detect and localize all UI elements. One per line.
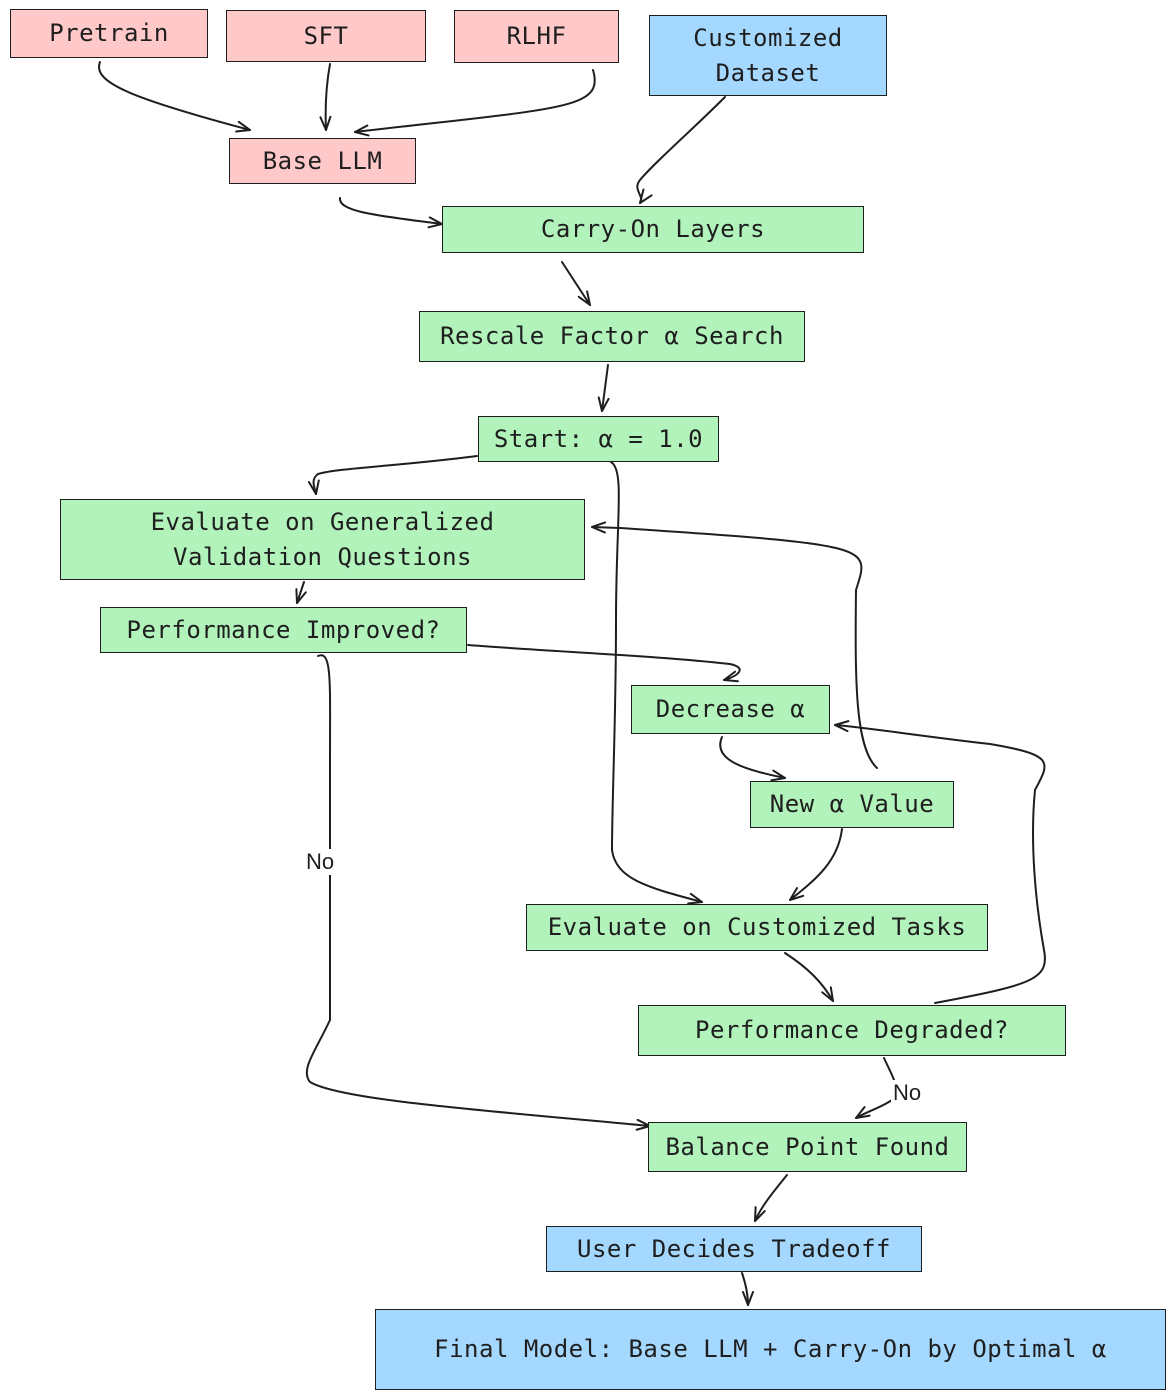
node-balance-point-found: Balance Point Found bbox=[648, 1122, 967, 1172]
arrow-eval-custom-to-perf-degraded bbox=[784, 952, 834, 1002]
node-new-alpha-value: New α Value bbox=[750, 781, 954, 828]
arrow-balance-to-user-decides bbox=[754, 1174, 788, 1222]
node-pretrain: Pretrain bbox=[10, 9, 208, 58]
node-customized-dataset: Customized Dataset bbox=[649, 15, 887, 96]
node-sft: SFT bbox=[226, 10, 426, 62]
node-base-llm: Base LLM bbox=[229, 138, 416, 184]
node-performance-degraded: Performance Degraded? bbox=[638, 1005, 1066, 1056]
node-final-model: Final Model: Base LLM + Carry-On by Opti… bbox=[375, 1309, 1166, 1390]
node-start-alpha: Start: α = 1.0 bbox=[478, 416, 719, 462]
arrow-dataset-to-carry-on bbox=[636, 96, 726, 204]
node-evaluate-generalized: Evaluate on Generalized Validation Quest… bbox=[60, 499, 585, 580]
node-performance-improved: Performance Improved? bbox=[100, 607, 467, 653]
arrow-rlhf-to-base-llm bbox=[354, 69, 596, 137]
arrow-sft-to-base-llm bbox=[319, 63, 332, 131]
arrow-start-to-eval-custom bbox=[610, 461, 703, 905]
arrow-perf-improved-to-balance bbox=[305, 654, 651, 1131]
arrow-user-decides-to-final bbox=[741, 1272, 754, 1306]
node-decrease-alpha: Decrease α bbox=[631, 685, 830, 734]
arrow-eval-general-to-perf-improved bbox=[295, 581, 307, 604]
node-user-decides-tradeoff: User Decides Tradeoff bbox=[546, 1226, 922, 1272]
arrow-perf-improved-to-decrease bbox=[467, 644, 741, 683]
arrow-perf-degraded-to-decrease bbox=[834, 720, 1046, 1004]
arrow-pretrain-to-base-llm bbox=[98, 61, 251, 133]
arrow-new-alpha-to-eval-custom bbox=[789, 828, 843, 901]
node-rescale-factor-search: Rescale Factor α Search bbox=[419, 311, 805, 362]
arrow-decrease-to-new-alpha bbox=[719, 736, 786, 782]
edge-label-improved-no: No bbox=[304, 849, 337, 875]
node-carry-on-layers: Carry-On Layers bbox=[442, 206, 864, 253]
arrow-start-to-eval-general bbox=[307, 455, 478, 495]
arrow-carry-on-to-rescale bbox=[561, 261, 591, 306]
edge-label-degraded-no: No bbox=[891, 1080, 924, 1106]
arrow-base-llm-to-carry-on bbox=[339, 197, 443, 229]
node-rlhf: RLHF bbox=[454, 10, 619, 63]
node-evaluate-customized: Evaluate on Customized Tasks bbox=[526, 904, 988, 951]
arrow-rescale-to-start bbox=[597, 364, 610, 412]
